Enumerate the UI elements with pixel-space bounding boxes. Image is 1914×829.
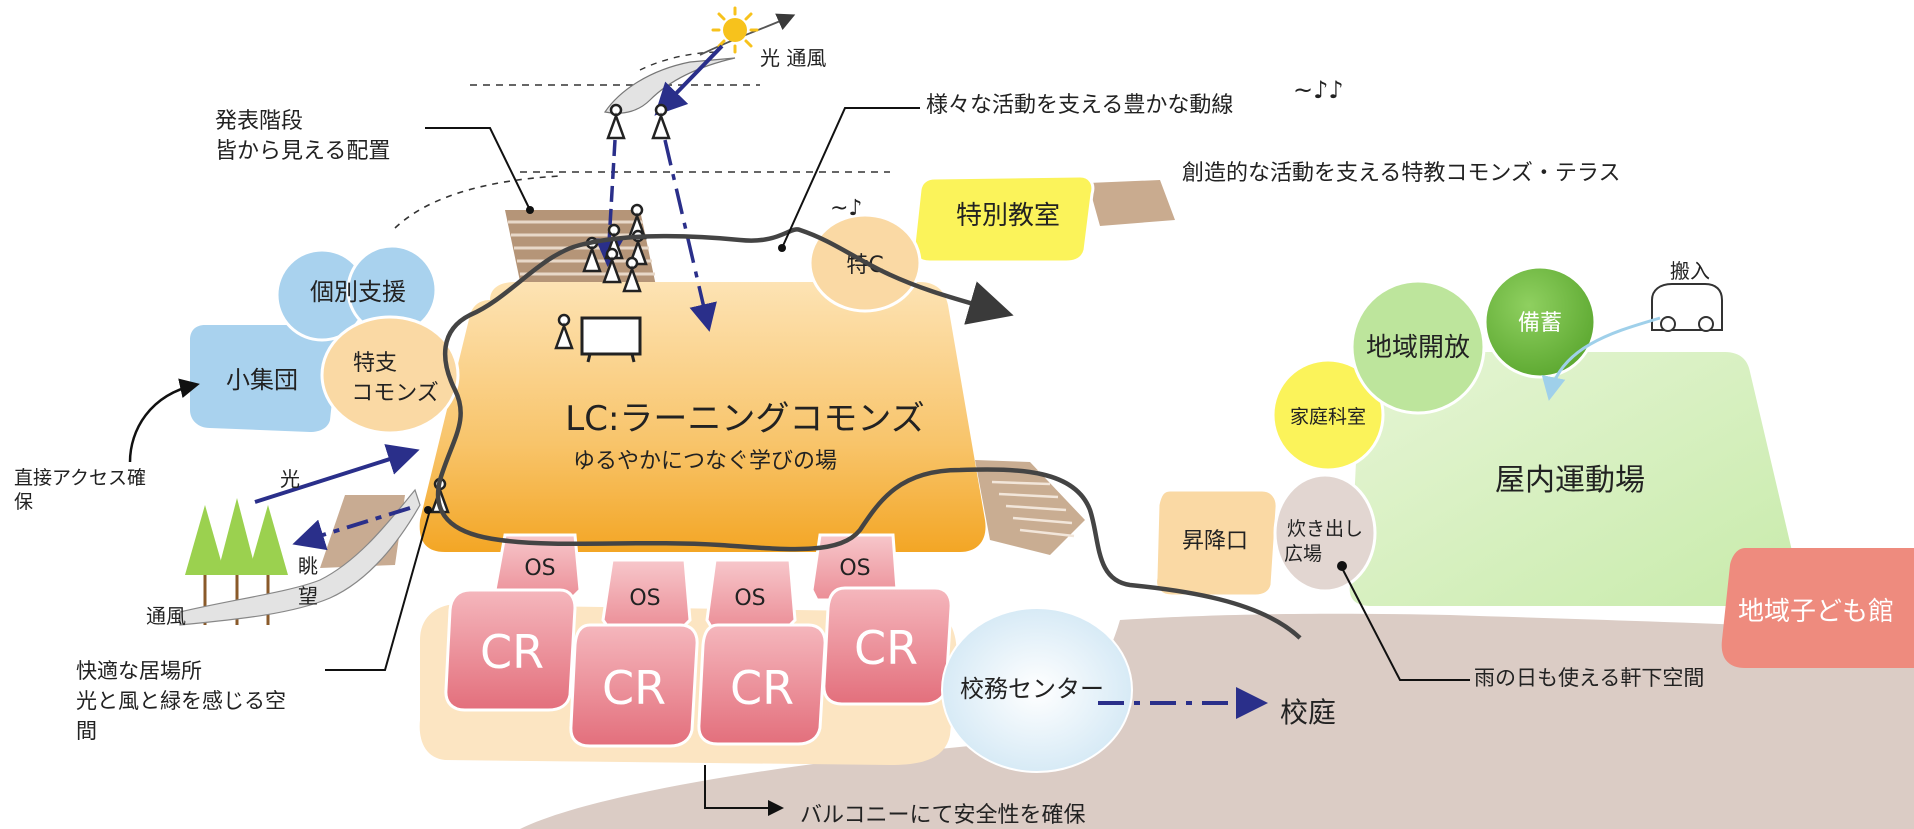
direct-access-label-1: 直接アクセス確	[14, 467, 146, 489]
view-label-1: 眺	[298, 554, 318, 578]
small-group-label: 小集団	[226, 366, 298, 394]
sunlight-arrow	[654, 44, 724, 116]
view-label-2: 望	[298, 584, 318, 608]
leader-comfort	[325, 509, 431, 671]
terrace-top-right	[1088, 180, 1175, 226]
leader-presentation	[425, 127, 531, 211]
community-kids-hall-area	[1721, 548, 1914, 668]
leader-comfort-dot	[424, 506, 432, 514]
cooking-plaza-label-2: 広場	[1284, 543, 1322, 565]
os-room-4: OS	[810, 533, 899, 602]
lc-title: LC:ラーニングコモンズ	[565, 399, 924, 439]
leader-presentation-dot	[526, 206, 534, 214]
cr-label-4: CR	[854, 621, 918, 675]
cr-label-2: CR	[602, 661, 666, 715]
rainy-day-label: 雨の日も使える軒下空間	[1474, 666, 1704, 690]
special-classroom-label: 特別教室	[956, 201, 1060, 231]
wind-streamer-top	[603, 57, 736, 114]
stockpile-area	[1483, 265, 1597, 379]
music-small-label: ~♪	[830, 196, 862, 221]
delivery-arrow	[1541, 316, 1661, 401]
os-room-3: OS	[705, 558, 797, 632]
commons-terrace-label: 創造的な活動を支える特教コモンズ・テラス	[1182, 161, 1620, 186]
community-open-label: 地域開放	[1366, 333, 1470, 363]
presentation-stairs-label-2: 皆から見える配置	[215, 139, 390, 164]
home-economics-label: 家庭科室	[1290, 406, 1366, 428]
community-open-area	[1350, 279, 1486, 415]
direct-access-arrow	[128, 378, 200, 463]
wind-arrow-top	[699, 13, 796, 56]
comfort-label-3: 間	[76, 719, 97, 743]
leader-rainy-day	[1341, 567, 1470, 681]
os-label-4: OS	[839, 556, 870, 581]
cooking-plaza-label-1: 炊き出し	[1287, 518, 1363, 540]
music-top-label: ~♪♪	[1293, 76, 1344, 104]
circulation-path	[435, 227, 1302, 640]
direct-access-label-2: 保	[14, 491, 33, 513]
light-arrow-left	[254, 444, 420, 504]
sightline-arrow-2	[663, 139, 717, 332]
cr-room-3: CR	[697, 623, 827, 746]
balcony-label: バルコニーにて安全性を確保	[800, 803, 1086, 828]
indoor-gym-area	[1349, 352, 1801, 606]
view-arrow	[292, 506, 411, 551]
person-icon	[430, 103, 671, 514]
light-label-left: 光	[280, 467, 300, 491]
individual-support-label: 個別支援	[310, 278, 406, 306]
ground-courtyard	[520, 613, 1914, 829]
community-kids-hall-label: 地域子ども館	[1738, 597, 1894, 627]
stockpile-label: 備蓄	[1518, 311, 1562, 336]
home-economics-area	[1271, 358, 1385, 472]
wind-streamer-left	[179, 488, 421, 626]
cr-room-2: CR	[569, 623, 699, 748]
special-classroom-area	[912, 174, 1095, 264]
board-icon	[580, 316, 642, 363]
os-label-3: OS	[734, 586, 765, 611]
delivery-label: 搬入	[1670, 259, 1710, 283]
entrance-label: 昇降口	[1182, 529, 1248, 554]
indoor-gym-label: 屋内運動場	[1495, 463, 1645, 498]
cr-label-3: CR	[730, 661, 794, 715]
os-room-2: OS	[601, 558, 692, 632]
truck-icon	[1651, 283, 1723, 332]
presentation-stairs-label-1: 発表階段	[215, 109, 303, 134]
wind-label-left: 通風	[146, 604, 186, 628]
os-label-2: OS	[629, 586, 660, 611]
admin-center-label: 校務センター	[960, 675, 1104, 703]
entrance-area	[1154, 488, 1279, 598]
leader-circulation	[781, 107, 920, 249]
dash-curve-top	[639, 51, 721, 71]
circulation-label: 様々な活動を支える豊かな動線	[926, 93, 1233, 118]
lc-learning-commons-area	[419, 282, 986, 552]
leader-rainy-day-dot	[1337, 561, 1347, 571]
comfort-label-1: 快適な居場所	[76, 659, 202, 683]
os-label-1: OS	[524, 556, 555, 581]
small-group-area	[190, 325, 339, 432]
cr-label-1: CR	[480, 625, 544, 679]
label-light-wind-top: 光 通風	[760, 46, 826, 70]
lc-subtitle: ゆるやかにつなぐ学びの場	[573, 449, 837, 474]
leader-circulation-dot	[778, 244, 786, 252]
admin-center-area	[941, 607, 1133, 773]
special-support-label-1: 特支	[353, 351, 397, 376]
special-support-label-2: コモンズ	[351, 381, 439, 406]
dash-curve-left	[394, 175, 561, 229]
comfort-label-2: 光と風と緑を感じる空	[76, 689, 286, 713]
cr-room-1: CR	[444, 588, 577, 712]
school-yard-label: 校庭	[1280, 696, 1336, 729]
cooking-plaza-area	[1273, 473, 1377, 593]
special-support-commons-area	[320, 315, 460, 435]
os-room-1: OS	[493, 533, 582, 602]
leader-balcony	[704, 765, 784, 816]
sun-icon	[711, 6, 759, 54]
cr-room-4: CR	[822, 586, 953, 706]
